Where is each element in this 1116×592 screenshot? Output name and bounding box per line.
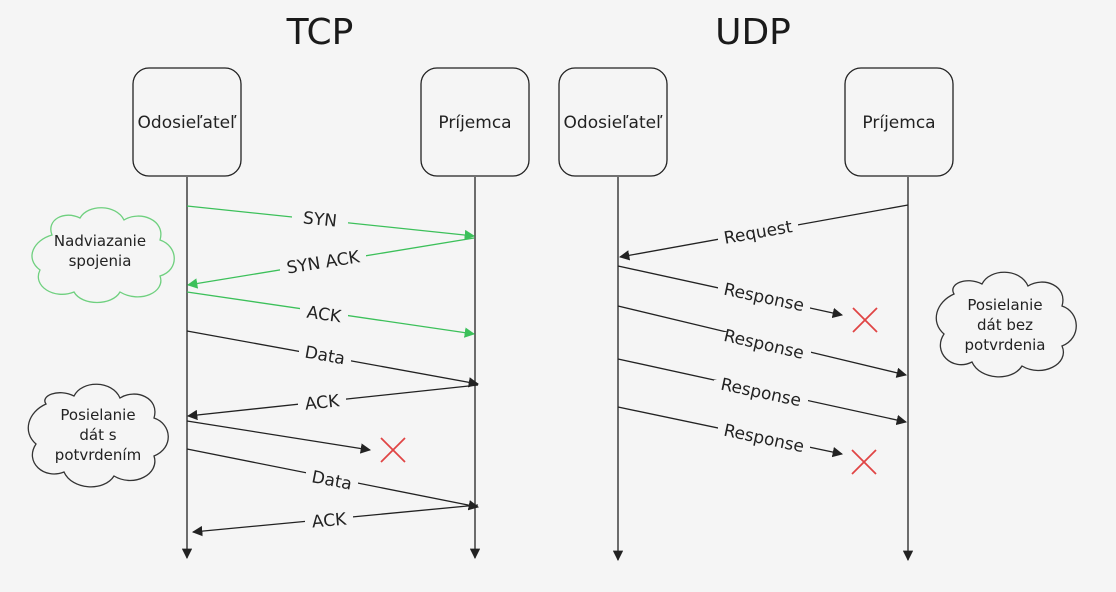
note-confirmed-transfer: Posielanie dát s potvrdením: [27, 383, 169, 488]
note-line: dát s: [79, 426, 116, 444]
tcp-message-label: ACK: [304, 391, 341, 415]
note-line: potvrdením: [55, 446, 141, 464]
tcp-message-label: ACK: [305, 303, 343, 328]
udp-receiver-box: Príjemca: [844, 67, 954, 177]
tcp-message-data-1: Data: [186, 330, 480, 388]
tcp-message-syn-ack: SYN ACK: [186, 237, 475, 289]
tcp-message-syn: SYN: [186, 205, 476, 241]
note-line: Posielanie: [967, 296, 1042, 314]
udp-title: UDP: [715, 12, 791, 53]
tcp-message-ack-handshake: ACK: [186, 291, 476, 338]
note-line: spojenia: [69, 252, 132, 270]
note-connection-setup: Nadviazanie spojenia: [31, 207, 175, 304]
tcp-message-lost: [186, 420, 406, 463]
note-line: potvrdenia: [965, 336, 1046, 354]
x-cross-icon: [380, 437, 406, 463]
tcp-receiver-label: Príjemca: [438, 113, 511, 133]
udp-message-request: Request: [618, 204, 909, 261]
note-line: Nadviazanie: [54, 232, 146, 250]
tcp-sender-box: Odosieľateľ: [132, 67, 242, 177]
note-unconfirmed-transfer: Posielanie dát bez potvrdenia: [935, 271, 1077, 378]
udp-message-response-3: Response: [617, 358, 908, 426]
note-line: dát bez: [977, 316, 1033, 334]
tcp-message-ack-1: ACK: [186, 384, 479, 421]
tcp-title: TCP: [286, 12, 354, 53]
udp-receiver-label: Príjemca: [862, 113, 935, 133]
tcp-sender-label: Odosieľateľ: [138, 113, 238, 133]
tcp-message-label: ACK: [311, 509, 348, 532]
note-line: Posielanie: [60, 406, 135, 424]
udp-sender-box: Odosieľateľ: [558, 67, 668, 177]
udp-sender-label: Odosieľateľ: [564, 113, 664, 133]
tcp-message-data-2: Data: [186, 448, 480, 511]
x-cross-icon: [852, 307, 878, 333]
tcp-message-label: SYN: [302, 208, 338, 231]
udp-message-response-lost-1: Response: [617, 265, 878, 333]
tcp-message-ack-2: ACK: [191, 504, 479, 537]
x-cross-icon: [851, 449, 877, 475]
udp-message-response-lost-2: Response: [617, 406, 877, 475]
udp-message-label: Response: [722, 326, 806, 364]
tcp-receiver-box: Príjemca: [420, 67, 530, 177]
udp-message-response-2: Response: [617, 305, 908, 378]
